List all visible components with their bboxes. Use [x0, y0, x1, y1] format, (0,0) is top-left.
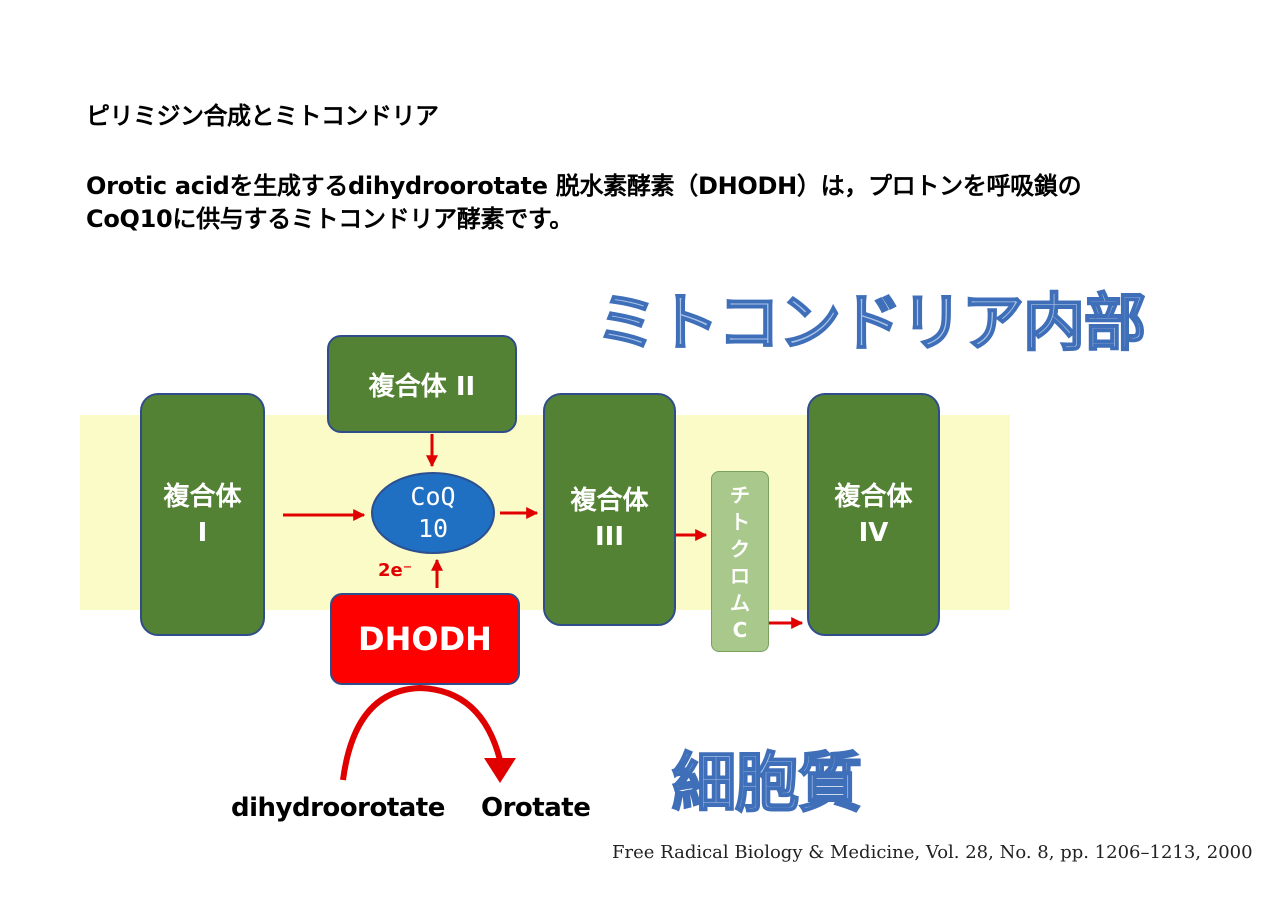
complex-1: 複合体 I	[140, 393, 265, 636]
cytochrome-c-char: チ	[730, 483, 750, 507]
reaction-arrowhead	[484, 758, 516, 783]
complex-2-label: 複合体 II	[368, 371, 476, 402]
complex-4: 複合体 IV	[807, 393, 940, 636]
intro-line-2: CoQ10に供与するミトコンドリア酵素です。	[86, 205, 573, 233]
complex-1-numeral: I	[197, 517, 208, 548]
complex-3: 複合体 III	[543, 393, 676, 626]
cytochrome-c: チ ト ク ロ ム C	[711, 471, 769, 652]
cytoplasm-label: 細胞質	[671, 746, 863, 822]
cytochrome-c-char: ト	[730, 510, 750, 534]
intro-line-1: Orotic acidを生成するdihydroorotate 脱水素酵素（DHO…	[86, 172, 1082, 200]
page-title: ピリミジン合成とミトコンドリア	[86, 102, 439, 130]
complex-4-label: 複合体	[834, 481, 913, 512]
citation: Free Radical Biology & Medicine, Vol. 28…	[612, 842, 1253, 863]
dhodh-box: DHODH	[330, 593, 520, 685]
complex-2: 複合体 II	[327, 335, 517, 433]
complex-3-numeral: III	[594, 522, 624, 552]
electron-label: 2e⁻	[378, 560, 413, 581]
mitochondria-inside-label: ミトコンドリア内部	[595, 285, 1147, 360]
cytochrome-c-char: C	[732, 618, 748, 642]
substrate-label: dihydroorotate	[231, 793, 445, 823]
reaction-arc	[340, 684, 503, 781]
dhodh-label: DHODH	[358, 620, 492, 658]
coq10-label-top: CoQ	[410, 482, 456, 511]
intro-text: Orotic acidを生成するdihydroorotate 脱水素酵素（DHO…	[86, 170, 1082, 236]
complex-4-numeral: IV	[858, 517, 889, 548]
cytochrome-c-char: ム	[730, 591, 750, 615]
cytochrome-c-char: ロ	[730, 564, 750, 588]
coq10-label-bottom: 10	[417, 514, 449, 543]
cytochrome-c-char: ク	[730, 537, 750, 561]
complex-3-label: 複合体	[570, 486, 649, 516]
complex-1-label: 複合体	[163, 481, 242, 512]
coq10-ellipse: CoQ 10	[371, 472, 495, 554]
product-label: Orotate	[481, 793, 591, 823]
